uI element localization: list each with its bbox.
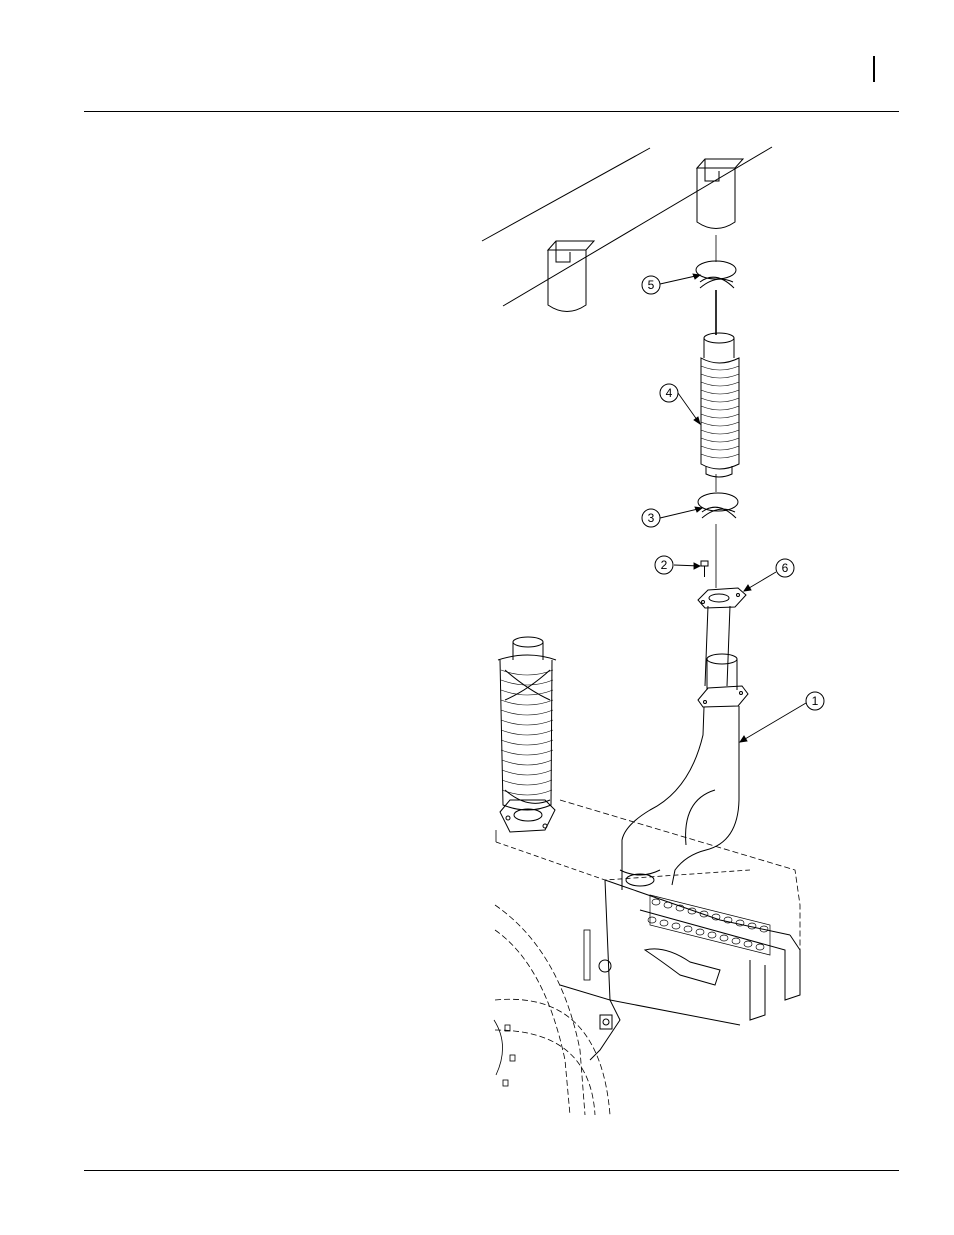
callout-6: 6: [776, 559, 794, 577]
snap-ring-lower: [698, 493, 738, 518]
callout-1-label: 1: [812, 694, 819, 708]
callout-6-label: 6: [782, 561, 789, 575]
callout-5: 5: [642, 276, 660, 294]
callout-3-label: 3: [648, 511, 655, 525]
callout-4-label: 4: [666, 386, 673, 400]
mount-socket-left: [548, 241, 594, 312]
callout-2: 2: [655, 556, 673, 574]
assembled-unit-left: [498, 637, 556, 832]
seed-tube: [622, 606, 748, 890]
gauge-wheel: [495, 905, 610, 1115]
callout-4: 4: [660, 384, 678, 402]
callout-1: 1: [806, 692, 824, 710]
callout-3: 3: [642, 509, 660, 527]
bolt: [701, 561, 708, 577]
callout-2-label: 2: [661, 558, 668, 572]
mount-socket-right: [697, 159, 743, 229]
flange-plate: [698, 588, 746, 608]
row-unit-frame: [496, 800, 800, 1060]
spring-tube: [701, 333, 739, 477]
callout-5-label: 5: [648, 278, 655, 292]
snap-ring-upper: [696, 261, 736, 288]
toolbar-frame: [482, 147, 772, 306]
